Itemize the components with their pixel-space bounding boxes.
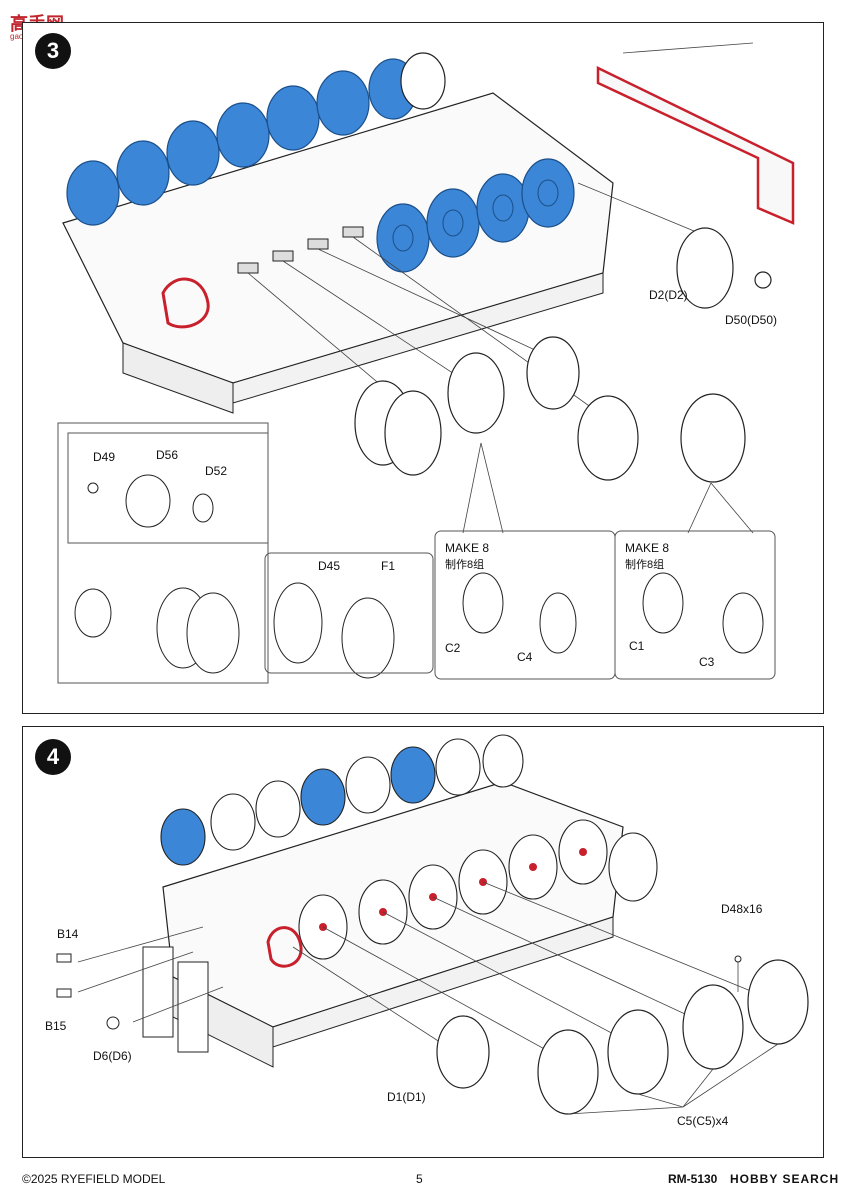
make-right-title-cn: 制作8组 [625,559,665,571]
make-left-title: MAKE 8 [445,541,490,555]
hull-illustration-step3 [57,42,795,684]
part-label-d6: D6(D6) [93,1049,132,1063]
part-label-d1: D1(D1) [387,1090,426,1104]
part-label-f1: F1 [381,559,396,573]
step-3-badge: 3 [35,33,71,69]
part-label-b15: B15 [45,1019,67,1033]
part-label-b14: B14 [57,927,79,941]
part-label-d48: D48x16 [721,902,763,916]
part-label-c2: C2 [445,641,461,655]
part-label-c3: C3 [699,655,715,669]
part-label-d52: D52 [205,464,228,478]
part-label-c1: C1 [629,639,645,653]
part-label-d50: D50(D50) [725,313,778,327]
part-label-d45: D45 [318,559,341,573]
footer-copyright: ©2025 RYEFIELD MODEL [22,1172,166,1186]
make-right-title: MAKE 8 [625,541,670,555]
part-label-d56: D56 [156,448,179,462]
footer-product-code: RM-5130 [668,1172,718,1186]
part-label-d2: D2(D2) [649,288,688,302]
step-4-badge: 4 [35,739,71,775]
footer-logo: HOBBY SEARCH [730,1172,840,1186]
part-label-c5: C5(C5)x4 [677,1114,729,1128]
step-4-panel: 4 [22,726,824,1158]
hull-illustration-step4 [56,734,809,1115]
part-label-d49: D49 [93,450,116,464]
step-3-panel: 3 [22,22,824,714]
make-left-title-cn: 制作8组 [445,559,485,571]
footer-page-number: 5 [416,1172,423,1186]
part-label-c4: C4 [517,650,533,664]
